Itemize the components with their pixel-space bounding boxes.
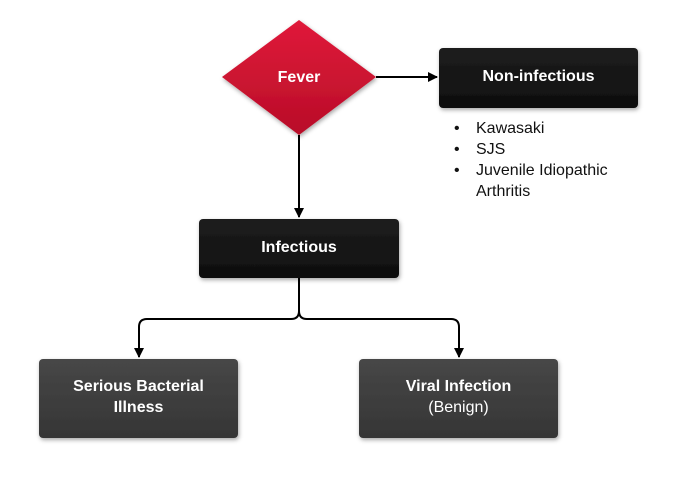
viral-infection-sublabel: (Benign) <box>428 399 489 416</box>
connector-infectious-to-viral-infection <box>298 278 464 358</box>
infectious-label: Infectious <box>199 219 399 275</box>
fever-label-text: Fever <box>277 68 321 86</box>
fever-label: Fever <box>240 60 358 94</box>
viral-infection-label: Viral Infection (Benign) <box>359 359 558 435</box>
serious-bacterial-label-line1: Serious Bacterial <box>73 378 204 395</box>
serious-bacterial-illness-label: Serious Bacterial Illness <box>39 359 238 435</box>
example-item: SJS <box>452 139 652 160</box>
connector-infectious-to-serious-bacterial <box>134 278 300 358</box>
infectious-node[interactable] <box>199 219 399 278</box>
non-infectious-examples-list: Kawasaki SJS Juvenile Idiopathic Arthrit… <box>452 118 652 202</box>
non-infectious-node[interactable] <box>439 48 638 108</box>
serious-bacterial-illness-node[interactable] <box>39 359 238 438</box>
viral-infection-label-text: Viral Infection <box>405 378 512 395</box>
non-infectious-label-text: Non-infectious <box>482 67 595 85</box>
serious-bacterial-label-line2: Illness <box>113 399 164 416</box>
viral-infection-node[interactable] <box>359 359 558 438</box>
example-item: Kawasaki <box>452 118 652 139</box>
fever-decision-node[interactable] <box>222 20 376 135</box>
infectious-label-text: Infectious <box>261 238 337 256</box>
non-infectious-label: Non-infectious <box>439 48 638 104</box>
example-item: Juvenile Idiopathic Arthritis <box>452 160 652 202</box>
